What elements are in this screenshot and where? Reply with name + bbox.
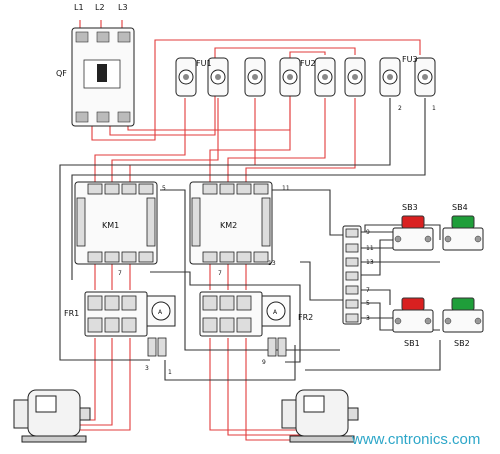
svg-text:A: A	[158, 309, 163, 316]
fr1-terminal-1: 1	[168, 369, 172, 376]
fuse	[244, 57, 266, 97]
watermark: www.cntronics.com	[351, 431, 480, 448]
fuse	[379, 57, 401, 97]
fuse-label-fu1: FU1	[196, 59, 212, 68]
km2-aux-terminal: 11	[282, 185, 290, 192]
breaker-toggle[interactable]	[97, 64, 107, 82]
fr1-terminal-3: 3	[145, 365, 149, 372]
overload-relay-fr2: A FR2 9	[199, 291, 313, 366]
stop-button-sb1[interactable]	[401, 297, 425, 311]
phase-label-l3: L3	[118, 3, 128, 12]
button-label-sb2: SB2	[454, 339, 470, 348]
strip-terminal-3: 3	[366, 315, 370, 322]
overload-label-fr1: FR1	[64, 309, 79, 318]
fuse-label-fu3: FU3	[402, 55, 418, 64]
fuse-terminal-2: 2	[398, 105, 402, 112]
phase-label-l2: L2	[95, 3, 105, 12]
fuse	[279, 57, 301, 97]
fuse	[207, 57, 229, 97]
overload-relay-fr1: A FR1 3 1	[64, 291, 176, 376]
fuse	[314, 57, 336, 97]
button-label-sb4: SB4	[452, 203, 468, 212]
terminal-strip: 9 11 13 7 5 3	[342, 225, 374, 325]
contactor-km2: KM2 11 7 13	[189, 181, 290, 277]
pushbutton-sb2: SB2	[442, 297, 484, 348]
circuit-breaker-qf: L1 L2 L3 QF	[56, 3, 135, 127]
strip-terminal-11: 11	[366, 245, 374, 252]
strip-terminal-9: 9	[366, 229, 370, 236]
fuse-row: FU1 FU2 FU3 2 1	[175, 55, 436, 112]
km1-aux-terminal: 5	[162, 185, 166, 192]
km2-coil-terminal-b: 13	[268, 260, 276, 267]
contactor-label-km2: KM2	[220, 221, 237, 230]
contactor-label-km1: KM1	[102, 221, 119, 230]
fuse-label-fu2: FU2	[300, 59, 316, 68]
button-label-sb3: SB3	[402, 203, 418, 212]
motor-left	[13, 389, 91, 443]
phase-label-l1: L1	[74, 3, 84, 12]
strip-terminal-5: 5	[366, 300, 370, 307]
pushbutton-sb3: SB3	[392, 203, 434, 251]
fr2-reset-dial[interactable]	[266, 301, 286, 321]
fuse	[175, 57, 197, 97]
fuse	[344, 57, 366, 97]
button-label-sb1: SB1	[404, 339, 420, 348]
strip-terminal-7: 7	[366, 287, 370, 294]
strip-terminal-13: 13	[366, 259, 374, 266]
km2-coil-terminal-a: 7	[218, 270, 222, 277]
breaker-label: QF	[56, 69, 67, 78]
contactor-km1: KM1 5 7	[74, 181, 166, 277]
fuse	[414, 57, 436, 97]
fr1-reset-dial[interactable]	[151, 301, 171, 321]
motor-right	[281, 389, 359, 443]
pushbutton-sb4: SB4	[442, 203, 484, 251]
stop-button-sb3[interactable]	[401, 215, 425, 229]
start-button-sb4[interactable]	[451, 215, 475, 229]
overload-label-fr2: FR2	[298, 313, 313, 322]
control-wires	[59, 98, 441, 381]
fr2-terminal-9: 9	[262, 359, 266, 366]
km1-coil-terminal: 7	[118, 270, 122, 277]
pushbutton-sb1: SB1	[392, 297, 434, 348]
fuse-terminal-1: 1	[432, 105, 436, 112]
start-button-sb2[interactable]	[451, 297, 475, 311]
svg-text:A: A	[273, 309, 278, 316]
